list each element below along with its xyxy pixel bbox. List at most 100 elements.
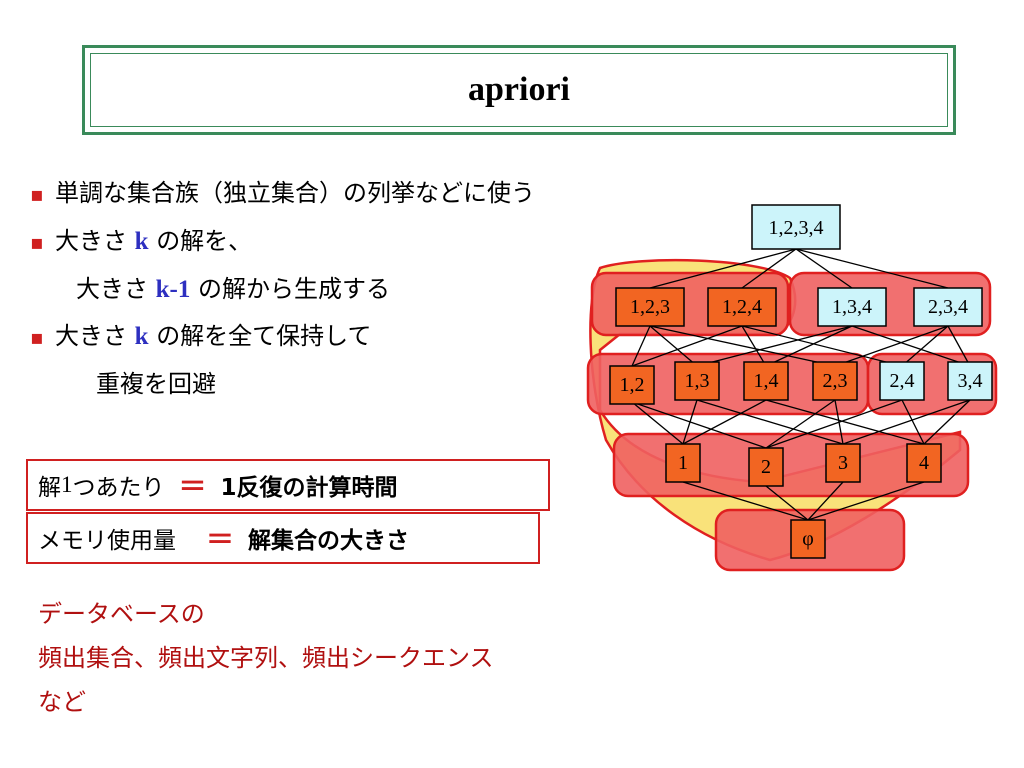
eq1-lhs-b: 1 <box>61 472 73 497</box>
node-label: 3,4 <box>958 370 983 392</box>
node-box <box>748 447 784 487</box>
bullet-2-pre: 大きさ <box>55 227 127 255</box>
edge <box>807 481 925 521</box>
edge <box>649 325 698 367</box>
node-box <box>879 361 925 401</box>
edge <box>851 325 971 367</box>
edge <box>901 399 925 445</box>
eq1-lhs-a: 解 <box>38 475 61 501</box>
node-label: 2,3,4 <box>928 296 968 318</box>
edge <box>649 325 836 367</box>
node-label: 1,2,3 <box>630 296 670 318</box>
edge <box>682 399 767 445</box>
page-title: apriori <box>468 71 570 108</box>
edge <box>631 325 651 367</box>
node-label: 1 <box>678 452 688 474</box>
node-2: 2 <box>748 447 784 487</box>
edge <box>696 325 853 367</box>
node-box <box>825 443 861 483</box>
bullet-2-k: k <box>134 228 149 255</box>
node-label: 3 <box>838 452 848 474</box>
node-1: 1 <box>665 443 701 483</box>
bullet-marker: ▪ <box>30 182 44 206</box>
edge <box>765 399 925 445</box>
node-box <box>817 287 887 327</box>
edge <box>741 325 903 367</box>
bullet-2-post: の解を、 <box>156 227 253 255</box>
eq2-lhs: メモリ使用量 <box>38 528 176 554</box>
node-label: φ <box>802 528 814 550</box>
equation-box-memory: メモリ使用量 ＝ 解集合の大きさ <box>26 512 540 564</box>
node-4: 4 <box>906 443 942 483</box>
node-234: 2,3,4 <box>913 287 983 327</box>
node-box <box>707 287 777 327</box>
edge <box>901 325 949 367</box>
edge <box>947 325 971 367</box>
edge <box>834 325 949 367</box>
node-empty-set: φ <box>790 519 826 559</box>
bullet-1: ▪ 単調な集合族（独立集合）の列挙などに使う <box>30 170 535 218</box>
node-box <box>609 365 655 405</box>
title-inner-frame: apriori <box>90 53 948 127</box>
node-label: 1,3 <box>685 370 710 392</box>
bullet-1-text: 単調な集合族（独立集合）の列挙などに使う <box>55 179 535 207</box>
edge <box>795 248 853 289</box>
edge <box>795 248 949 289</box>
edge <box>807 481 844 521</box>
node-label: 1,3,4 <box>832 296 872 318</box>
node-label: 2,3 <box>823 370 848 392</box>
node-label: 1,2,4 <box>722 296 762 318</box>
lattice-nodes: 1,2,3,4 1,2,3 1,2,4 1,3,4 2,3,4 1,2 1,3 <box>609 204 993 559</box>
node-label: 1,4 <box>754 370 779 392</box>
edge <box>682 399 698 445</box>
edge <box>765 399 903 449</box>
bullet-3-line-2: 重複を回避 <box>96 370 216 398</box>
node-box <box>615 287 685 327</box>
node-13: 1,3 <box>674 361 720 401</box>
bullet-marker: ▪ <box>30 230 44 254</box>
node-123: 1,2,3 <box>615 287 685 327</box>
node-124: 1,2,4 <box>707 287 777 327</box>
edge <box>631 325 743 367</box>
edge <box>765 325 853 367</box>
lattice-edges <box>631 248 971 521</box>
bullet-2: ▪ 大きさ k の解を、 <box>30 218 535 266</box>
node-label: 1,2 <box>620 374 645 396</box>
eq1-equals-sign: ＝ <box>178 470 207 503</box>
footer-line-2: 頻出集合、頻出文字列、頻出シークエンス <box>38 644 494 672</box>
node-top: 1,2,3,4 <box>751 204 841 250</box>
node-label: 2 <box>761 456 771 478</box>
node-box <box>906 443 942 483</box>
node-134: 1,3,4 <box>817 287 887 327</box>
node-box <box>947 361 993 401</box>
title-box: apriori <box>82 45 956 135</box>
footer-line-1: データベースの <box>38 600 205 628</box>
node-3: 3 <box>825 443 861 483</box>
node-12: 1,2 <box>609 365 655 405</box>
bullet-marker: ▪ <box>30 325 44 349</box>
bullet-2-line-2-post: の解から生成する <box>198 275 391 303</box>
node-label: 1,2,3,4 <box>769 217 824 239</box>
edge <box>741 248 797 289</box>
band-level-1 <box>612 432 970 498</box>
node-box <box>790 519 826 559</box>
node-label: 2,4 <box>890 370 915 392</box>
footer-text: データベースの 頻出集合、頻出文字列、頻出シークエンス など <box>38 592 494 724</box>
node-34: 3,4 <box>947 361 993 401</box>
node-label: 4 <box>919 452 929 474</box>
edge <box>631 401 684 445</box>
bullet-3-post: の解を全て保持して <box>156 322 372 350</box>
node-14: 1,4 <box>743 361 789 401</box>
node-23: 2,3 <box>812 361 858 401</box>
edge <box>765 399 836 449</box>
eq2-equals-sign: ＝ <box>206 523 235 556</box>
bullet-3-pre: 大きさ <box>55 322 127 350</box>
node-box <box>812 361 858 401</box>
edge <box>696 399 844 445</box>
bullet-list: ▪単調な集合族（独立集合）の列挙などに使う ▪大きさ k の解を、 大きさ k-… <box>30 170 535 408</box>
edge <box>631 401 767 449</box>
eq2-rhs: 解集合の大きさ <box>248 528 410 554</box>
edge <box>682 481 809 521</box>
edge <box>923 399 971 445</box>
